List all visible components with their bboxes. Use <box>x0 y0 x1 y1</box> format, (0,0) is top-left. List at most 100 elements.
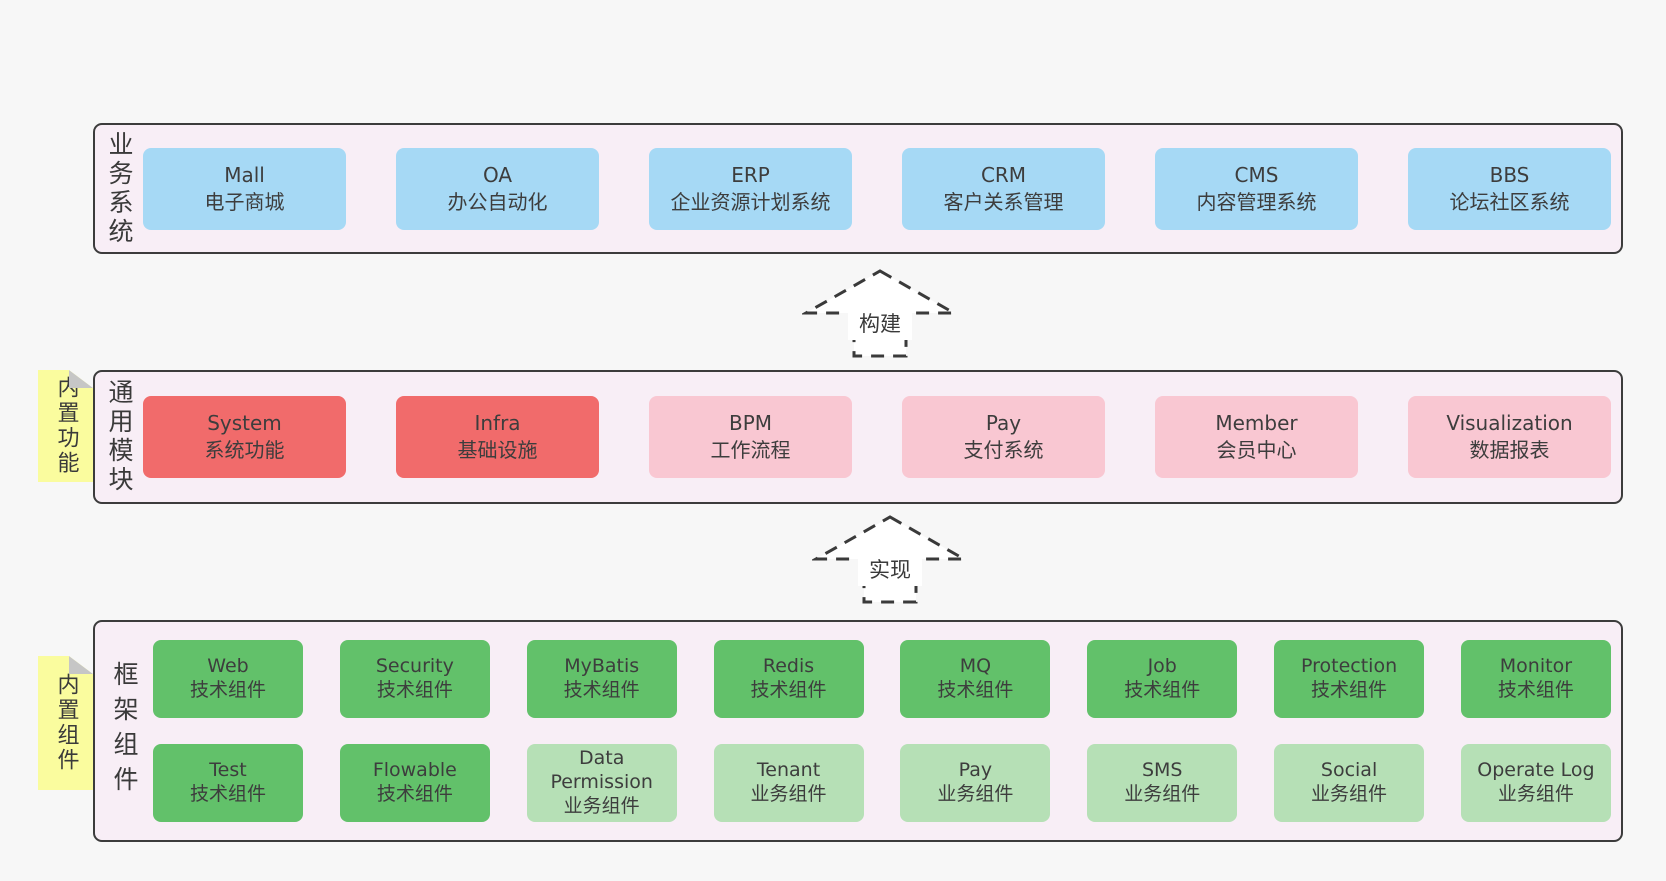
module-name: Flowable <box>372 759 457 782</box>
module-subtitle: 技术组件 <box>750 679 827 701</box>
module-subtitle: 业务组件 <box>563 794 640 817</box>
folded-corner-icon <box>69 656 93 674</box>
module-subtitle: 技术组件 <box>189 783 266 805</box>
module-subtitle: 客户关系管理 <box>943 189 1064 214</box>
module-subtitle: 技术组件 <box>1124 679 1201 701</box>
module-subtitle: 技术组件 <box>189 679 266 701</box>
module-name: Pay <box>958 759 993 782</box>
module-name: Data Permission <box>550 747 653 794</box>
module-subtitle: 业务组件 <box>1311 783 1388 805</box>
band-label: 业务系统 <box>95 125 143 252</box>
module-box-pay: Pay 支付系统 <box>902 396 1105 478</box>
build-arrow: 构建 <box>802 269 958 358</box>
module-name: MQ <box>959 655 992 678</box>
module-name: BBS <box>1489 162 1530 187</box>
module-name: Redis <box>762 655 815 678</box>
band-label-text: 框架组件 <box>110 661 139 801</box>
sticky-note-builtin-features: 内置功能 <box>38 370 93 482</box>
band-label: 框架组件 <box>95 622 153 840</box>
module-subtitle: 技术组件 <box>1497 679 1574 701</box>
module-name: Operate Log <box>1477 759 1595 782</box>
module-subtitle: 企业资源计划系统 <box>670 189 831 214</box>
module-name: SMS <box>1141 759 1183 782</box>
module-name: Visualization <box>1446 411 1573 435</box>
module-subtitle: 业务组件 <box>1124 783 1201 805</box>
arrow-label-bg <box>848 308 912 340</box>
module-name: MyBatis <box>564 655 640 678</box>
module-box-bpm: BPM 工作流程 <box>649 396 852 478</box>
module-name: Job <box>1147 655 1177 678</box>
module-name: Security <box>375 655 454 678</box>
module-subtitle: 业务组件 <box>750 783 827 805</box>
folded-corner-icon <box>69 370 93 388</box>
module-name: Member <box>1215 411 1298 435</box>
module-box-system: System 系统功能 <box>143 396 346 478</box>
module-subtitle: 技术组件 <box>376 783 453 805</box>
sticky-note-label: 内置组件 <box>53 673 79 773</box>
module-name: CRM <box>980 162 1027 187</box>
module-name: Social <box>1320 759 1378 782</box>
module-name: Monitor <box>1499 655 1573 678</box>
module-name: ERP <box>731 162 770 187</box>
implement-arrow: 实现 <box>812 515 968 604</box>
module-name: Pay <box>985 411 1022 435</box>
band-label-text: 通用模块 <box>105 379 134 495</box>
module-name: CMS <box>1234 162 1279 187</box>
module-subtitle: 内容管理系统 <box>1196 189 1317 214</box>
module-name: OA <box>482 162 513 187</box>
band-label-text: 业务系统 <box>105 130 134 247</box>
module-subtitle: 业务组件 <box>1497 783 1574 805</box>
module-subtitle: 工作流程 <box>710 438 791 462</box>
module-subtitle: 会员中心 <box>1216 438 1297 462</box>
module-subtitle: 技术组件 <box>937 679 1014 701</box>
module-box-visualization: Visualization 数据报表 <box>1408 396 1611 478</box>
module-subtitle: 技术组件 <box>1311 679 1388 701</box>
arrow-label-bg <box>858 554 922 586</box>
arrow-label: 实现 <box>869 558 911 582</box>
module-subtitle: 数据报表 <box>1469 438 1550 462</box>
module-name: BPM <box>728 411 773 435</box>
module-name: Web <box>207 655 249 678</box>
module-subtitle: 办公自动化 <box>447 189 548 214</box>
module-subtitle: 支付系统 <box>963 438 1044 462</box>
module-subtitle: 电子商城 <box>204 189 285 214</box>
module-name: System <box>207 411 282 435</box>
sticky-note-label: 内置功能 <box>53 376 79 476</box>
sticky-note-builtin-components: 内置组件 <box>38 656 93 790</box>
arrow-label: 构建 <box>859 312 901 336</box>
module-subtitle: 业务组件 <box>937 783 1014 805</box>
module-subtitle: 技术组件 <box>563 679 640 701</box>
module-subtitle: 系统功能 <box>204 438 285 462</box>
